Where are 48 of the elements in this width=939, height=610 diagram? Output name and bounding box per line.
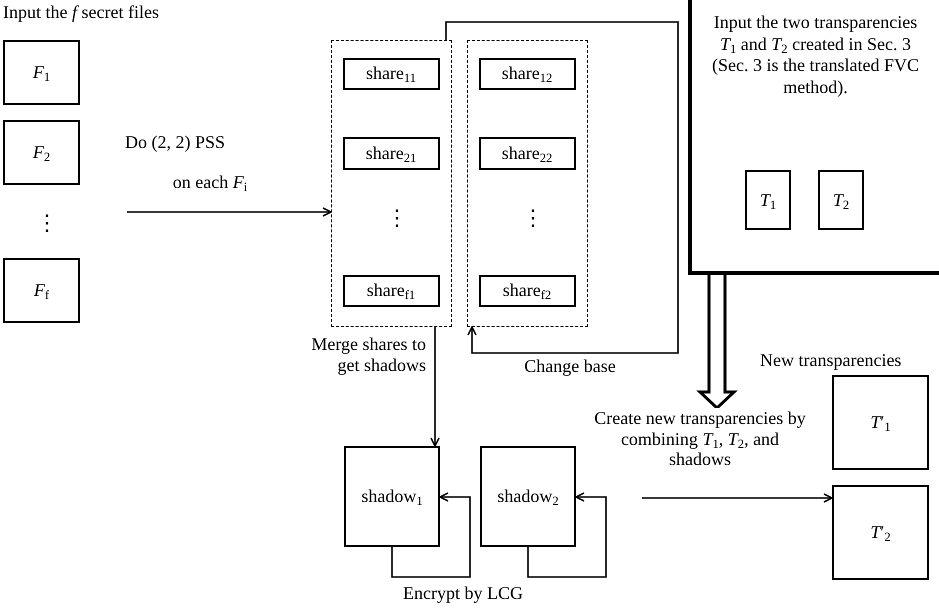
- ellipsis: ⋮: [386, 205, 408, 230]
- node-text: F$_{1}$: [32, 62, 50, 83]
- node-text: share$_{12}$: [502, 63, 552, 84]
- node-text: F$_{f}$: [34, 280, 50, 301]
- shadow-box: [480, 446, 576, 547]
- node-text: shadow$_{2}$: [497, 486, 559, 507]
- heading-text: New transparencies: [760, 350, 902, 371]
- node-text: T$_{2}$: [832, 190, 850, 210]
- node-text: share$_{22}$: [502, 142, 552, 164]
- share-box: [342, 274, 440, 306]
- transparency-box: [745, 170, 791, 230]
- transparency-box: [832, 485, 929, 580]
- annotation-text: Encrypt by LCG: [403, 583, 523, 604]
- dashed-group-box: [331, 40, 452, 327]
- node-text: F$_{2}$: [32, 142, 50, 163]
- node-text: T$_{1}$: [760, 190, 776, 210]
- node-text: T′$_{2}$: [870, 522, 891, 543]
- share-box: [478, 274, 576, 306]
- ellipsis: ⋮: [36, 210, 58, 236]
- share-box: [342, 136, 440, 170]
- node-text: share$_{11}$: [366, 63, 416, 84]
- block-arrow: [696, 274, 738, 410]
- node-text: share$_{f1}$: [366, 280, 416, 301]
- dashed-group-box: [467, 40, 588, 327]
- share-box: [342, 58, 440, 90]
- arrow: [127, 207, 332, 217]
- shadow-box: [344, 446, 440, 547]
- file-box: [3, 120, 80, 185]
- node-text: T′$_{1}$: [870, 412, 891, 433]
- node-text: share$_{f2}$: [502, 280, 552, 301]
- transparency-box: [818, 170, 864, 230]
- heading-text: Input the f secret files: [3, 2, 159, 23]
- transparency-box: [832, 375, 929, 470]
- info-box: [688, 0, 939, 275]
- file-box: [3, 40, 80, 105]
- file-box: [3, 258, 80, 323]
- arrow: [642, 493, 833, 503]
- node-text: Input the two transparencies T$_{1}$ and T$_{2}$ created in Sec. 3 (Sec. 3 is the translated FVC method).: [711, 11, 920, 98]
- ellipsis: ⋮: [522, 205, 544, 230]
- share-box: [478, 136, 576, 170]
- share-box: [478, 58, 576, 90]
- arrow: [391, 492, 471, 578]
- arrow: [430, 327, 440, 447]
- arrow: [527, 492, 607, 578]
- node-text: share$_{21}$: [366, 142, 416, 164]
- annotation-text: Do (2, 2) PSS: [125, 132, 226, 153]
- arrow: [445, 21, 679, 354]
- node-text: shadow$_{1}$: [361, 486, 423, 507]
